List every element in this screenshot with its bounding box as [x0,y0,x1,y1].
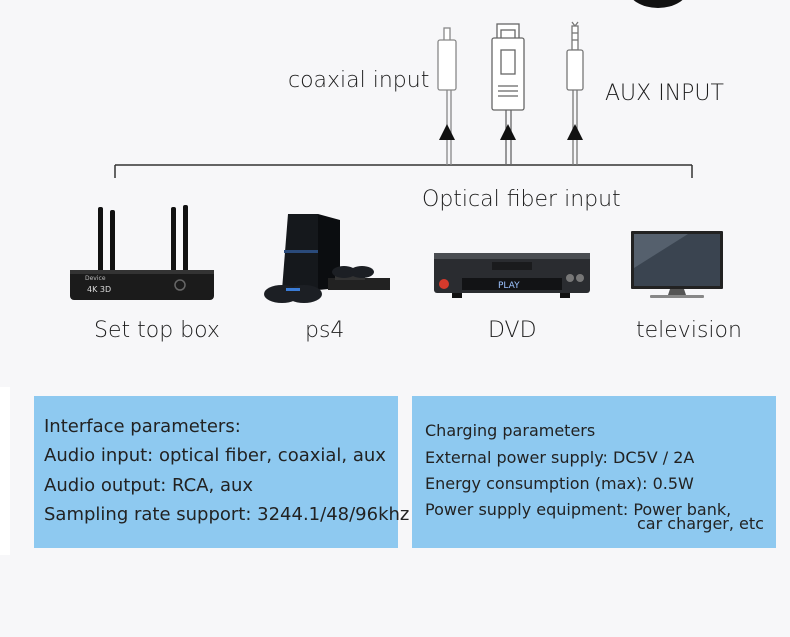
interface-title: Interface parameters: [44,416,241,437]
device-label-ps4: ps4 [305,318,345,343]
game-console-icon [264,214,390,303]
optical-plug-icon [491,23,525,165]
audio-input-text: Audio input: optical fiber, coaxial, aux [44,445,386,466]
television-icon [631,231,723,298]
audio-output-text: Audio output: RCA, aux [44,475,254,496]
power-supply-text: External power supply: DC5V / 2A [425,448,695,467]
side-strip [0,387,10,555]
sampling-rate-text: Sampling rate support: 3244.1/48/96khz [44,504,410,525]
bracket-line [114,164,693,178]
interface-parameters-panel: Interface parameters: Audio input: optic… [34,396,409,548]
set-top-box-icon: Device 4K 3D [70,205,214,300]
dvd-screen-text: PLAY [498,281,520,291]
coaxial-input-label: coaxial input [288,68,430,93]
aux-input-label: AUX INPUT [605,81,724,106]
stb-screen-text: 4K 3D [87,285,111,294]
power-equipment-text: Power supply equipment: Power bank, [425,500,732,519]
device-label-set-top-box: Set top box [94,318,220,343]
top-decoration [628,0,688,8]
power-equipment-text-cont: car charger, etc [637,514,764,533]
coaxial-plug-icon [437,27,457,165]
device-label-dvd: DVD [488,318,537,343]
charging-parameters-panel: Charging parameters External power suppl… [412,396,776,548]
charging-title: Charging parameters [425,421,596,440]
connection-diagram [114,21,693,178]
aux-plug-icon [566,21,584,165]
optical-input-label: Optical fiber input [422,187,621,212]
device-label-television: television [636,318,742,343]
up-arrow-icons [439,124,583,140]
dvd-player-icon: PLAY [434,253,590,298]
energy-consumption-text: Energy consumption (max): 0.5W [425,474,694,493]
svg-text:Device: Device [85,275,106,282]
